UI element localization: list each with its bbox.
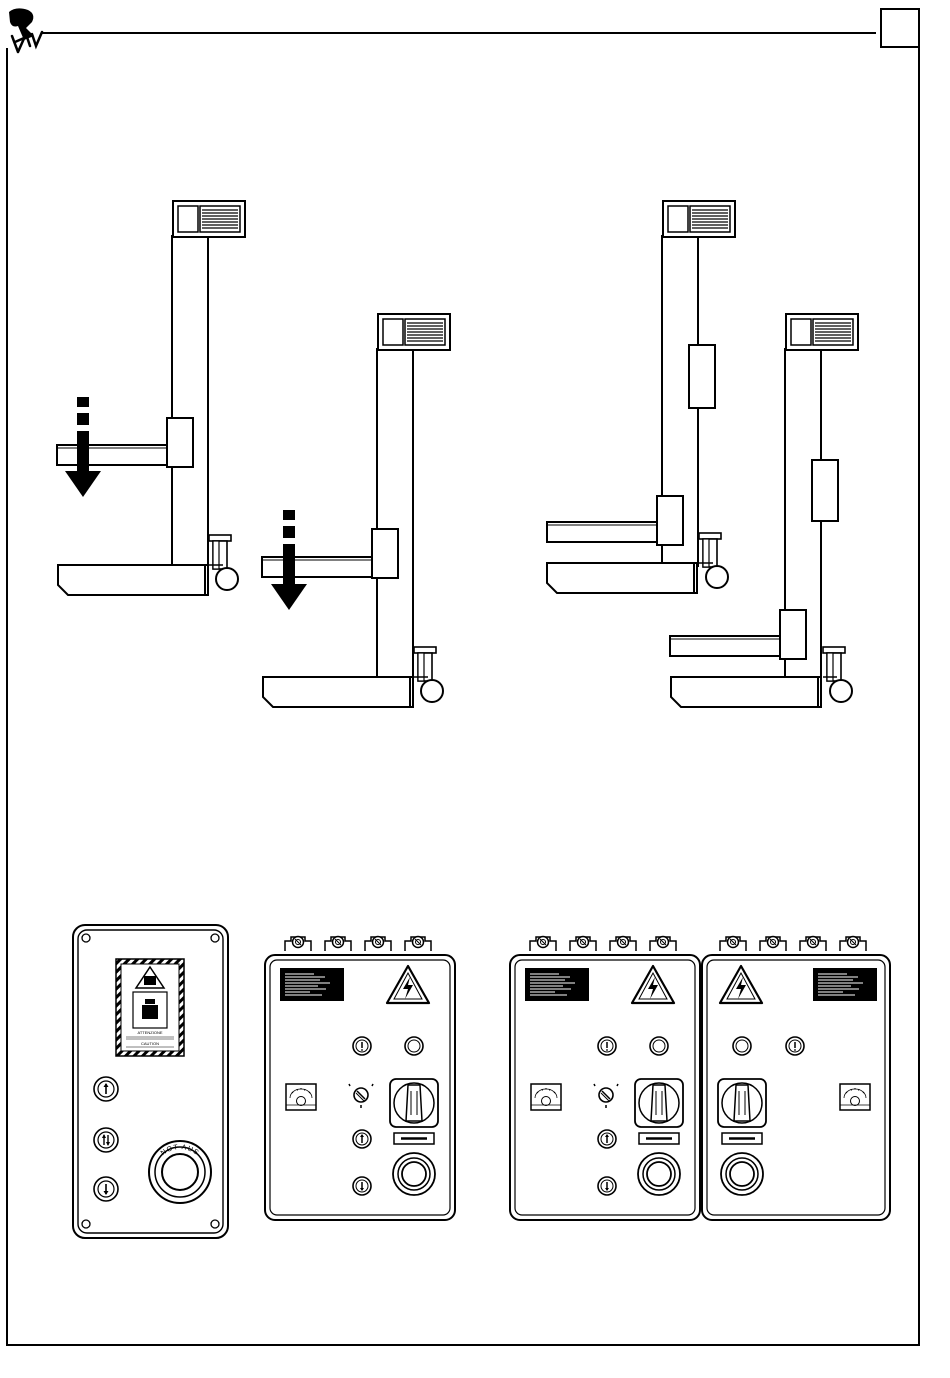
control-box-single [265, 937, 455, 1221]
indicator-lamp [650, 1037, 668, 1055]
column-lift-b [262, 314, 450, 707]
alarm-button [786, 1037, 804, 1055]
control-box-double-right [702, 937, 890, 1221]
main-switch [635, 1079, 683, 1144]
pendant-control: ATTENZIONE CAUTION [73, 925, 228, 1238]
control-box-double-left [510, 937, 700, 1221]
down-button [353, 1177, 371, 1195]
pendant-emergency-stop[interactable]: NOT AUS [149, 1141, 211, 1203]
warning-sticker: ATTENZIONE CAUTION [116, 959, 184, 1056]
warning-label: ATTENZIONE [137, 1030, 162, 1035]
down-button [598, 1177, 616, 1195]
main-switch [718, 1079, 766, 1144]
indicator-lamp [733, 1037, 751, 1055]
up-button [353, 1130, 371, 1148]
up-button [598, 1130, 616, 1148]
emergency-stop-button [393, 1153, 435, 1195]
info-label [525, 968, 589, 1001]
pendant-down-button[interactable] [94, 1177, 118, 1201]
info-label [813, 968, 877, 1001]
column-lift-a [57, 201, 245, 595]
indicator-lamp [405, 1037, 423, 1055]
caution-label: CAUTION [141, 1041, 159, 1046]
pressure-gauge [840, 1084, 870, 1110]
pressure-gauge [531, 1084, 561, 1110]
info-label [280, 968, 344, 1001]
emergency-stop-button [638, 1153, 680, 1195]
page-number-box [881, 9, 919, 47]
main-switch [390, 1079, 438, 1144]
pressure-gauge [286, 1084, 316, 1110]
lowering-sequence-right [547, 201, 858, 707]
alarm-button [353, 1037, 371, 1055]
emergency-stop-button [721, 1153, 763, 1195]
lowering-sequence-left [57, 201, 450, 707]
pendant-up-button[interactable] [94, 1077, 118, 1101]
column-lift-c [547, 201, 735, 593]
pendant-up-down-button[interactable] [94, 1128, 118, 1152]
alarm-button [598, 1037, 616, 1055]
rav-logo-icon [9, 8, 42, 52]
